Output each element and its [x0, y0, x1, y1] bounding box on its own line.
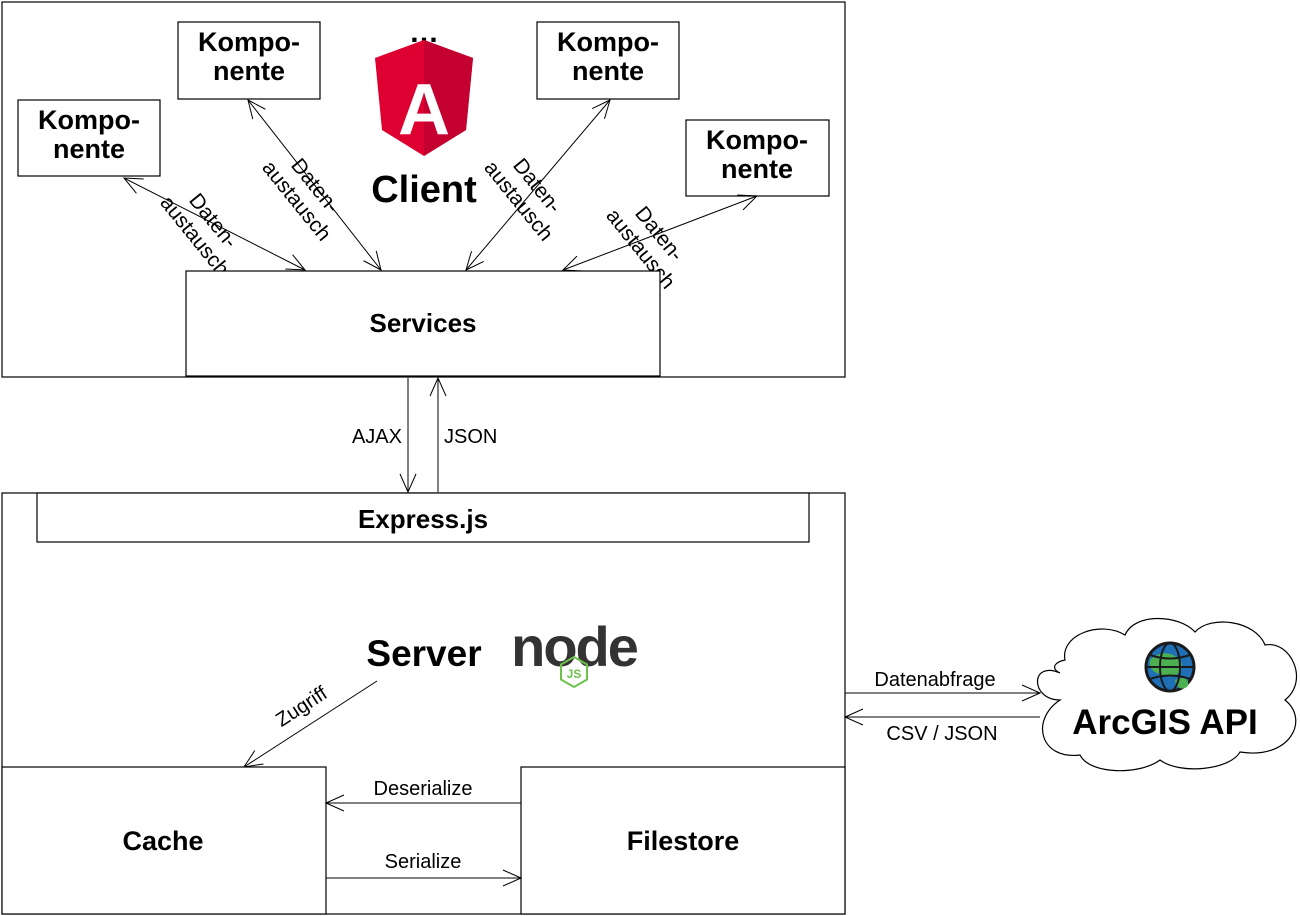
- component-label-2: Kompo-nente: [198, 27, 300, 86]
- text-line: nente: [213, 56, 285, 86]
- filestore-box: [520, 766, 846, 915]
- globe-icon: [1144, 641, 1196, 693]
- component-label-1: Kompo-nente: [38, 105, 140, 164]
- client-frame: [1, 1, 846, 378]
- access-arrow: [244, 680, 378, 767]
- nodejs-logo-icon: node JS: [511, 615, 640, 689]
- filestore-label: Filestore: [627, 826, 740, 856]
- express-label: Express.js: [358, 504, 488, 534]
- svg-text:JS: JS: [567, 667, 582, 681]
- text-line: Kompo-: [38, 105, 140, 135]
- text-line: nente: [572, 56, 644, 86]
- component-box-4: [685, 119, 830, 197]
- exchange-label-2: Daten-austausch: [257, 141, 354, 245]
- arcgis-label: ArcGIS API: [1072, 703, 1257, 742]
- arcgis-cloud: [1037, 617, 1297, 772]
- services-label: Services: [370, 308, 477, 338]
- exchange-label-1: Daten-austausch: [155, 176, 252, 280]
- express-box: [36, 492, 810, 543]
- text-line: Kompo-: [706, 125, 808, 155]
- client-title: Client: [371, 169, 477, 211]
- text-line: nente: [721, 154, 793, 184]
- response-label: CSV / JSON: [886, 723, 997, 745]
- component-box-1: [17, 99, 161, 177]
- component-label-3: Kompo-nente: [557, 27, 659, 86]
- angular-logo-icon: A: [375, 40, 473, 156]
- cache-box: [1, 766, 327, 915]
- text-line: Kompo-: [198, 27, 300, 57]
- query-label: Datenabfrage: [874, 669, 995, 691]
- svg-text:node: node: [511, 615, 638, 678]
- svg-text:A: A: [398, 70, 450, 150]
- exchange-arrow-2: [248, 100, 381, 270]
- server-title: Server: [366, 633, 481, 674]
- access-label: Zugriff: [272, 682, 332, 731]
- cache-label: Cache: [122, 826, 203, 856]
- exchange-arrow-4: [563, 196, 757, 270]
- json-label: JSON: [444, 426, 497, 448]
- component-label-4: Kompo-nente: [706, 125, 808, 184]
- text-line: Kompo-: [557, 27, 659, 57]
- text-line: nente: [53, 134, 125, 164]
- component-box-2: [177, 21, 321, 100]
- exchange-arrow-3: [466, 100, 610, 270]
- ajax-label: AJAX: [352, 426, 402, 448]
- serialize-label: Serialize: [385, 851, 462, 873]
- component-box-3: [536, 21, 680, 100]
- services-box: [185, 270, 661, 377]
- deserialize-label: Deserialize: [374, 778, 473, 800]
